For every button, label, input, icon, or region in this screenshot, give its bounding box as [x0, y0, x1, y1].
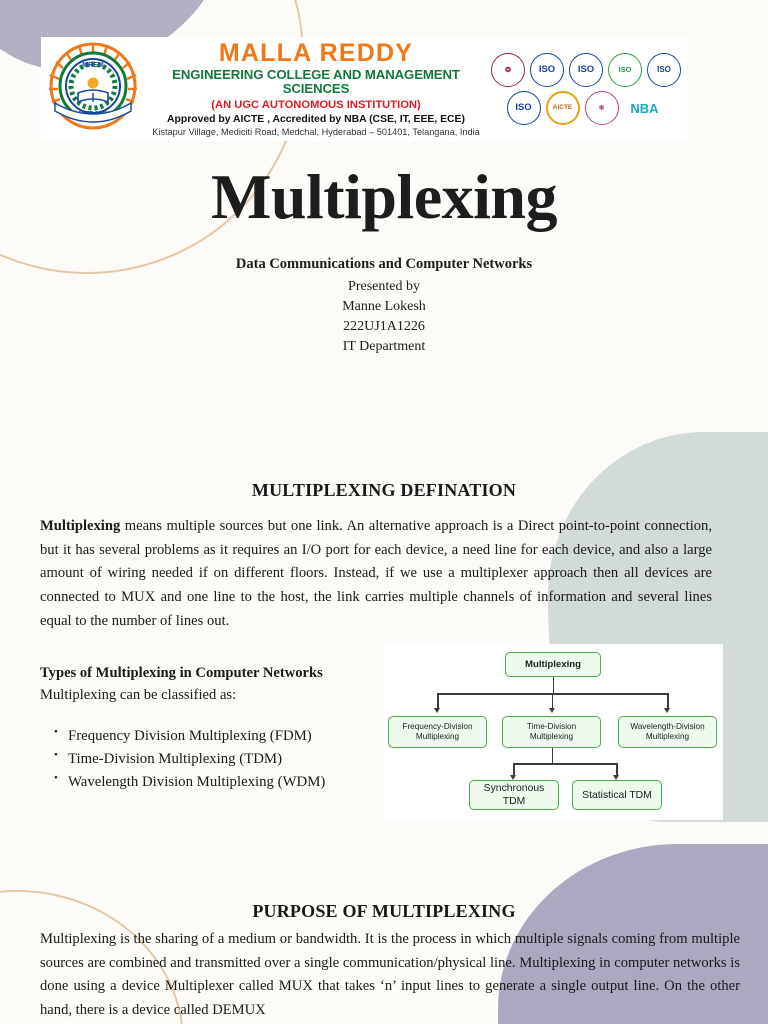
department-name: IT Department: [342, 339, 426, 354]
approval-accreditation-line: Approved by AICTE , Accredited by NBA (C…: [167, 113, 465, 125]
accreditation-badges: ❂ ISO ISO ISO ISO ISO AICTE ❄ NBA: [491, 53, 683, 125]
multiplexing-classification-diagram: Multiplexing Frequency-Division Multiple…: [383, 644, 723, 820]
student-name: Manne Lokesh: [342, 299, 426, 314]
iso-14001-badge: ISO: [608, 53, 642, 87]
college-logo: MREM ESTD 2008: [45, 41, 141, 137]
college-name-line2: ENGINEERING COLLEGE AND MANAGEMENT SCIEN…: [172, 67, 460, 97]
accreditation-badge-row-2: ISO AICTE ❄ NBA: [506, 91, 666, 125]
iso-9001-badge: ISO: [530, 53, 564, 87]
diagram-node-time-division: Time-Division Multiplexing: [502, 716, 601, 748]
list-item: Time-Division Multiplexing (TDM): [54, 747, 370, 771]
accreditation-badge-row-1: ❂ ISO ISO ISO ISO: [491, 53, 681, 87]
diagram-connector-to-wdm: [667, 693, 669, 709]
diagram-connector-to-synchronous: [513, 763, 515, 777]
course-name: Data Communications and Computer Network…: [235, 256, 533, 272]
purpose-section-heading: PURPOSE OF MULTIPLEXING: [252, 901, 516, 921]
diagram-connector-to-fdm: [437, 693, 439, 709]
govt-emblem-badge: ❂: [491, 53, 525, 87]
diagram-node-wavelength-division: Wavelength-Division Multiplexing: [618, 716, 717, 748]
list-item: Wavelength Division Multiplexing (WDM): [54, 770, 370, 794]
types-subheading: Multiplexing can be classified as:: [40, 686, 237, 703]
autonomous-status-line: (AN UGC AUTONOMOUS INSTITUTION): [211, 98, 421, 111]
presented-by-label: Presented by: [348, 279, 420, 294]
diagram-connector-to-tdm: [551, 693, 554, 709]
types-heading: Types of Multiplexing in Computer Networ…: [40, 665, 323, 681]
diagram-node-frequency-division: Frequency-Division Multiplexing: [388, 716, 487, 748]
definition-body-text: means multiple sources but one link. An …: [40, 518, 712, 629]
definition-paragraph: Multiplexing means multiple sources but …: [40, 515, 712, 633]
college-header-banner: MREM ESTD 2008 MALLA REDDY ENGINEERING C…: [41, 37, 687, 141]
definition-lead-term: Multiplexing: [40, 518, 121, 534]
diagram-node-statistical-tdm: Statistical TDM: [572, 780, 662, 810]
diagram-arrow-synchronous: [510, 775, 517, 780]
ugc-badge: ❄: [584, 91, 619, 125]
page-title: Multiplexing: [210, 161, 558, 232]
types-of-multiplexing-block: Types of Multiplexing in Computer Networ…: [40, 663, 370, 794]
banner-text-block: MALLA REDDY ENGINEERING COLLEGE AND MANA…: [141, 40, 491, 138]
types-list: Frequency Division Multiplexing (FDM) Ti…: [40, 724, 370, 794]
diagram-connector-tdm-vertical: [551, 748, 554, 764]
college-name-line1: MALLA REDDY: [218, 39, 414, 68]
diagram-arrow-tdm: [548, 708, 555, 713]
diagram-arrow-wdm: [664, 708, 671, 713]
title-subtitle-block: Data Communications and Computer Network…: [0, 256, 768, 359]
diagram-node-multiplexing: Multiplexing: [505, 652, 601, 677]
iso-21001-badge: ISO: [647, 53, 681, 87]
diagram-node-synchronous-tdm: Synchronous TDM: [469, 780, 559, 810]
definition-section-heading: MULTIPLEXING DEFINATION: [251, 480, 517, 500]
list-item: Frequency Division Multiplexing (FDM): [54, 724, 370, 748]
aicte-badge: AICTE: [545, 91, 580, 125]
iso-45001-badge: ISO: [569, 53, 603, 87]
roll-number: 222UJ1A1226: [343, 319, 425, 334]
iso-50001-badge: ISO: [506, 91, 541, 125]
purpose-paragraph: Multiplexing is the sharing of a medium …: [40, 931, 740, 1018]
diagram-connector-level3-bar: [513, 763, 618, 765]
college-address-line: Kistapur Village, Mediciti Road, Medchal…: [152, 126, 480, 137]
nba-badge: NBA: [623, 92, 666, 124]
svg-text:MREM: MREM: [82, 62, 104, 69]
diagram-connector-root-vertical: [552, 677, 555, 693]
diagram-arrow-fdm: [434, 708, 441, 713]
